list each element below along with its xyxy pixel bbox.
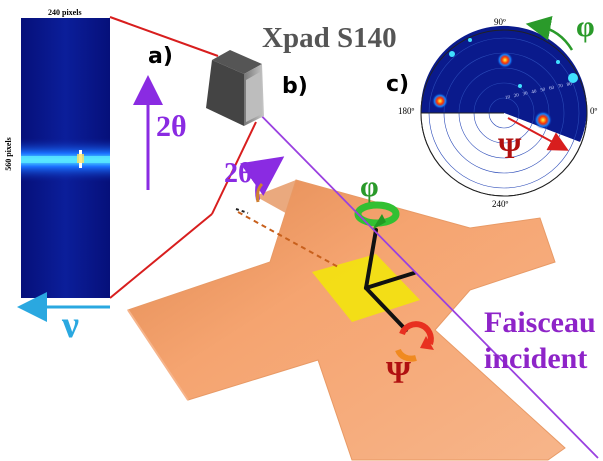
detector-width-label: 240 pixels <box>48 8 82 17</box>
psi-axis-arrow <box>507 117 569 151</box>
panel-a-label: a) <box>148 44 173 69</box>
detector-height-label: 560 pixels <box>3 137 13 171</box>
detector-name: Xpad S140 <box>262 22 397 54</box>
pole-scale-tick: 10 <box>504 95 511 102</box>
pole-angle-left: 180º <box>398 106 415 116</box>
nu-label: ν <box>62 304 79 346</box>
phi-sample-label: φ <box>360 170 379 203</box>
pole-scale-tick: 20 <box>513 93 520 100</box>
two-theta-axis-label: 2θ <box>156 110 187 143</box>
pole-psi-label: Ψ <box>498 132 522 165</box>
phi-curved-arrow <box>525 15 574 51</box>
incident-beam <box>239 93 599 459</box>
pole-angle-top: 90º <box>494 17 506 27</box>
beam-label-line2: incident <box>484 342 588 375</box>
pole-scale-tick: 40 <box>531 89 538 96</box>
pole-scale-tick: 70 <box>557 83 564 90</box>
pole-phi-label: φ <box>576 10 595 43</box>
pole-scale-tick: 50 <box>539 87 546 94</box>
pole-angle-right: 0º <box>590 106 598 116</box>
psi-rotation-arrow <box>395 321 434 362</box>
panel-c-label: c) <box>386 72 410 97</box>
detector-box <box>206 50 264 126</box>
two-theta-sample-label: 2θ <box>224 158 253 189</box>
projection-dashed-line <box>237 211 341 269</box>
beam-label-line1: Faisceau <box>484 306 596 339</box>
pole-scale-tick: 80 <box>566 81 573 88</box>
psi-sample-label: Ψ <box>386 354 411 390</box>
detector-image <box>21 18 110 298</box>
detector-projection-lines <box>109 16 257 299</box>
two-theta-orange-arrow <box>256 182 264 203</box>
sample-axes <box>364 228 416 332</box>
projection-dashed-tick <box>235 208 249 214</box>
pole-scale-tick: 30 <box>522 91 529 98</box>
pole-angle-bottom: 240º <box>492 199 509 209</box>
panel-b-label: b) <box>282 74 308 99</box>
pole-figure <box>420 25 588 197</box>
pole-scale-tick: 60 <box>548 85 555 92</box>
